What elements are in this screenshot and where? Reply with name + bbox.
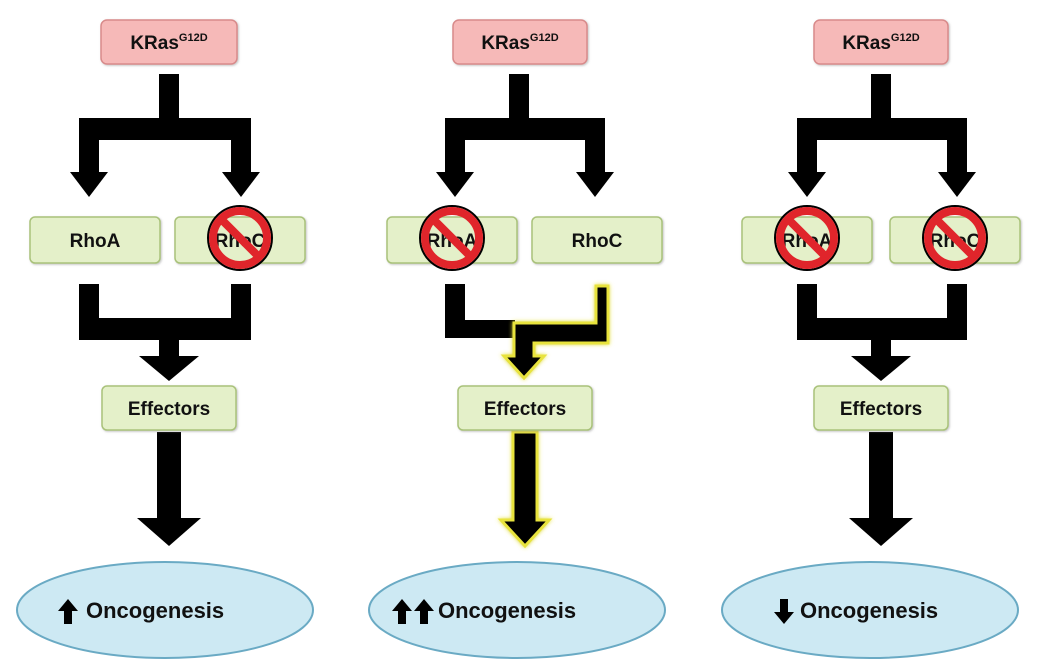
panel-1-arrows (70, 74, 260, 546)
panel-2-arrows (436, 74, 614, 338)
rhoa-node: RhoA (386, 205, 518, 271)
oncogenesis-node: Oncogenesis (721, 561, 1019, 659)
kras-superscript: G12D (179, 32, 208, 44)
rhoc-label: RhoC (572, 231, 623, 252)
oncogenesis-label: Oncogenesis (86, 598, 224, 623)
panel-3: KRasG12D RhoA RhoC Effectors (721, 19, 1021, 659)
kras-label: KRas (130, 33, 179, 54)
no-sign-icon (774, 205, 840, 271)
oncogenesis-label: Oncogenesis (800, 598, 938, 623)
oncogenesis-node: Oncogenesis (368, 561, 666, 659)
kras-node: KRasG12D (813, 19, 949, 65)
up-arrow-icon (58, 599, 78, 624)
kras-node: KRasG12D (100, 19, 238, 65)
rhoc-node: RhoC (174, 205, 306, 271)
effectors-label: Effectors (840, 399, 922, 420)
effectors-node: Effectors (457, 385, 593, 431)
rhoa-node: RhoA (29, 216, 161, 264)
panel-1: KRasG12D RhoA RhoC Effectors Oncogenesis (16, 19, 314, 659)
rhoc-node: RhoC (889, 205, 1021, 271)
kras-superscript: G12D (891, 32, 920, 44)
kras-label: KRas (842, 33, 891, 54)
no-sign-icon (922, 205, 988, 271)
effectors-node: Effectors (101, 385, 237, 431)
svg-text:KRasG12D: KRasG12D (481, 32, 558, 54)
panel-2: KRasG12D RhoA RhoC Effectors Oncogenesis (368, 19, 666, 659)
rhoc-highlight-path (497, 284, 610, 549)
oncogenesis-node: Oncogenesis (16, 561, 314, 659)
effectors-label: Effectors (484, 399, 566, 420)
oncogenesis-label: Oncogenesis (438, 598, 576, 623)
rhoc-node: RhoC (531, 216, 663, 264)
down-arrow-icon (774, 599, 794, 624)
rhoa-label: RhoA (70, 231, 121, 252)
no-sign-icon (207, 205, 273, 271)
no-sign-icon (419, 205, 485, 271)
rhoa-node: RhoA (741, 205, 873, 271)
effectors-label: Effectors (128, 399, 210, 420)
svg-text:KRasG12D: KRasG12D (842, 32, 919, 54)
kras-node: KRasG12D (452, 19, 588, 65)
kras-label: KRas (481, 33, 530, 54)
kras-superscript: G12D (530, 32, 559, 44)
up-arrow-icon (414, 599, 434, 624)
svg-text:KRasG12D: KRasG12D (130, 32, 207, 54)
panel-3-arrows (788, 74, 976, 546)
up-arrow-icon (392, 599, 412, 624)
effectors-node: Effectors (813, 385, 949, 431)
